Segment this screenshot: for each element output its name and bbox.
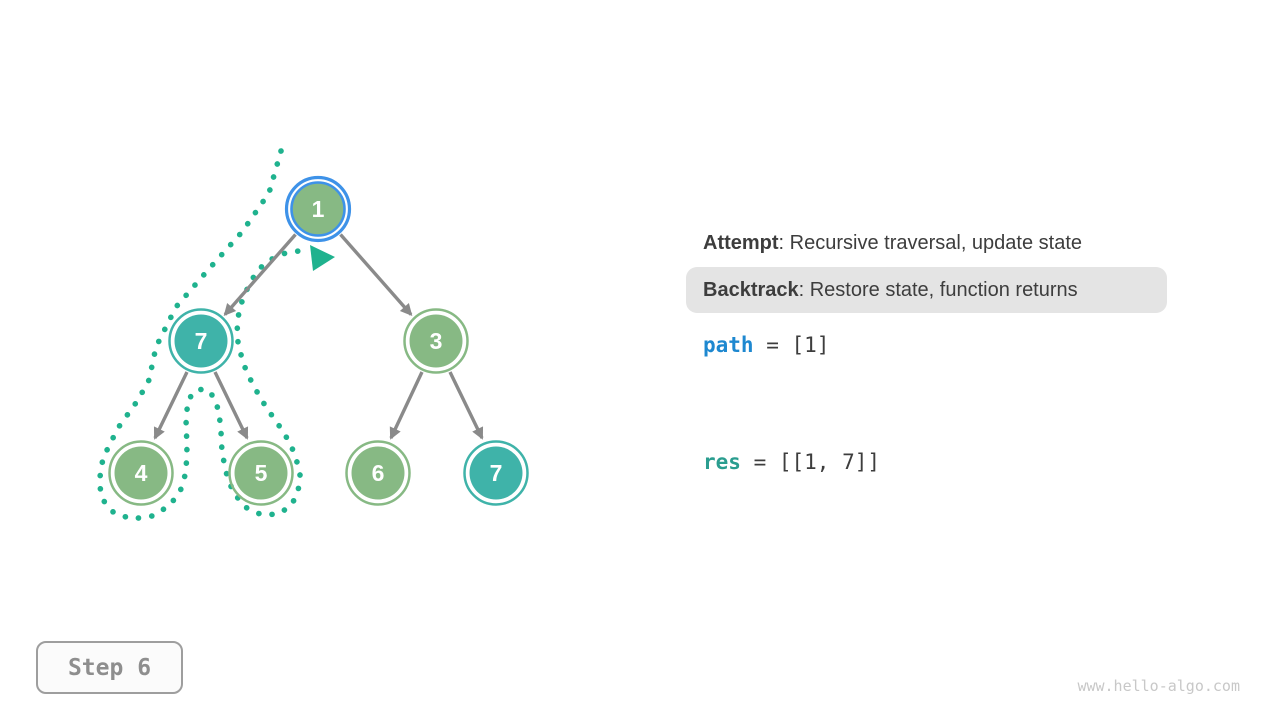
res-variable-line: res = [[1, 7]]: [703, 450, 880, 474]
edge-1-3: [339, 233, 413, 317]
edge-1-7: [223, 233, 297, 317]
node-5-label: 5: [255, 460, 268, 486]
node-4-label: 4: [135, 460, 148, 486]
edge-7-4: [153, 371, 189, 440]
node-7l-label: 7: [195, 328, 208, 354]
attempt-text: : Recursive traversal, update state: [778, 232, 1083, 254]
tree-node-6: 6: [345, 440, 411, 506]
edge-3-6: [389, 371, 424, 440]
tree-node-3: 3: [403, 308, 469, 374]
tree-node-7-right: 7: [463, 440, 529, 506]
edge-7-5: [213, 371, 249, 440]
tree-node-7-left: 7: [168, 308, 234, 374]
step-badge-label: Step 6: [67, 654, 152, 681]
node-6-label: 6: [372, 460, 385, 486]
watermark: www.hello-algo.com: [1077, 677, 1240, 695]
tree-node-5: 5: [228, 440, 294, 506]
node-1-label: 1: [312, 196, 325, 222]
path-variable-name: path: [703, 333, 754, 357]
step-badge: Step 6: [36, 641, 183, 694]
path-variable-value: = [1]: [753, 333, 830, 357]
backtrack-text: : Restore state, function returns: [798, 278, 1078, 301]
tree-node-1-current: 1: [284, 175, 352, 243]
res-variable-value: = [[1, 7]]: [740, 450, 881, 474]
trail-arrowhead-icon: [310, 245, 335, 271]
edge-3-7: [448, 371, 484, 440]
tree-node-4: 4: [108, 440, 174, 506]
attempt-label: Attempt: [703, 232, 779, 254]
node-7r-label: 7: [490, 460, 503, 486]
backtrack-legend-highlight: Backtrack: Restore state, function retur…: [686, 267, 1167, 313]
path-variable-line: path = [1]: [703, 333, 829, 357]
attempt-legend: Attempt: Recursive traversal, update sta…: [703, 231, 1082, 255]
binary-tree-diagram: 1 7 3 4 5 6 7: [96, 148, 529, 522]
backtrack-label: Backtrack: [703, 278, 799, 301]
res-variable-name: res: [703, 450, 741, 474]
traversal-trail-dotted-path: [96, 148, 311, 522]
node-3-label: 3: [430, 328, 443, 354]
